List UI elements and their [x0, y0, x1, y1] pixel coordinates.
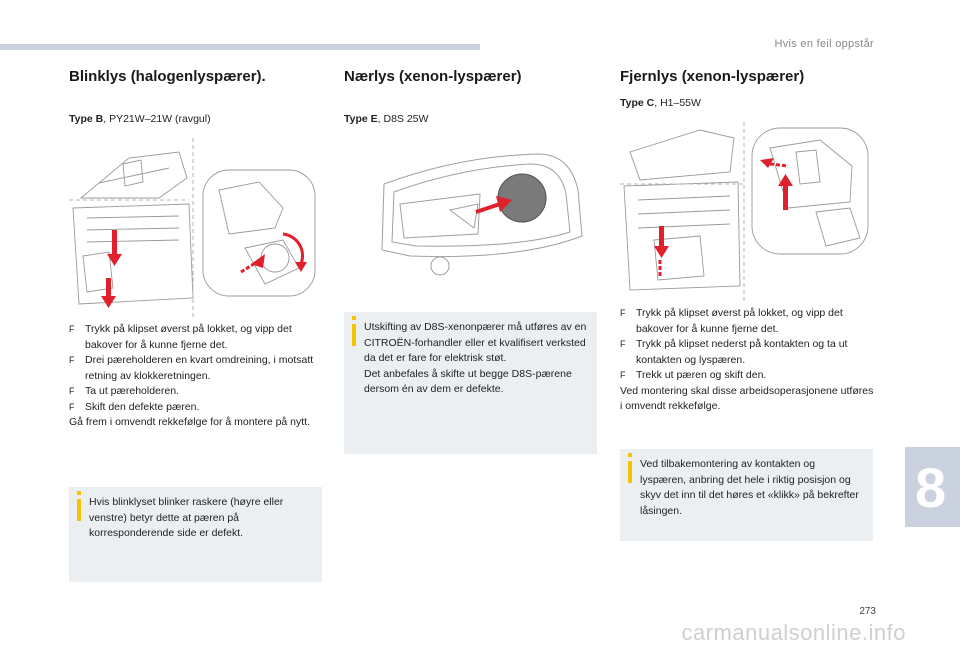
step-row: F Trykk på klipset øverst på lokket, og v…: [620, 306, 875, 337]
note-text: Hvis blinklyset blinker raskere (høyre e…: [89, 496, 284, 539]
step-text: Trykk på klipset øverst på lokket, og vi…: [636, 307, 843, 335]
step-marker: F: [69, 401, 75, 412]
fjernlys-steps: F Trykk på klipset øverst på lokket, og v…: [620, 306, 875, 415]
fjernlys-illustration: [620, 122, 869, 302]
step-text: Skift den defekte pæren.: [85, 400, 200, 413]
step-marker: F: [69, 355, 75, 365]
naerlys-illustration: [381, 153, 583, 276]
fjernlys-note: Ved tilbakemontering av kontakten og lys…: [620, 449, 873, 541]
step-text: Ta ut pæreholderen.: [85, 385, 179, 397]
step-text: Trykk på klipset nederst på kontakten og…: [636, 338, 848, 366]
naerlys-note: Utskifting av D8S-xenonpærer må utføres …: [344, 312, 597, 454]
info-marker-icon: [77, 491, 81, 523]
type-line-naerlys: Type E, D8S 25W: [344, 113, 428, 125]
step-row: F Trykk på klipset øverst på lokket, og v…: [69, 322, 319, 353]
type-label: Type E: [344, 113, 378, 125]
step-marker: F: [620, 308, 626, 318]
watermark-text: carmanualsonline.info: [681, 620, 906, 645]
step-marker: F: [620, 339, 626, 349]
chapter-tab: 8: [905, 447, 960, 527]
info-marker-icon: [352, 316, 356, 348]
step-row: F Ta ut pæreholderen.: [69, 384, 319, 400]
type-label: Type C: [620, 97, 655, 109]
step-marker: F: [620, 370, 626, 380]
type-value: , H1–55W: [654, 97, 701, 109]
step-text: Trekk ut pæren og skift den.: [636, 369, 767, 381]
step-marker: F: [69, 324, 75, 334]
type-label: Type B: [69, 113, 104, 125]
step-text: Trykk på klipset øverst på lokket, og vi…: [85, 323, 292, 351]
type-value: , PY21W–21W (ravgul): [103, 113, 211, 125]
type-line-fjernlys: Type C, H1–55W: [620, 97, 701, 109]
section-title-blinklys: Blinklys (halogenlyspærer).: [69, 68, 266, 85]
page-number: 273: [859, 606, 876, 617]
blinklys-illustration: [69, 138, 316, 318]
blinklys-note: Hvis blinklyset blinker raskere (høyre e…: [69, 487, 322, 582]
step-row: F Drei pæreholderen en kvart omdreining, …: [69, 353, 319, 384]
chapter-number: 8: [915, 456, 947, 519]
chapter-header-title: Hvis en feil oppstår: [774, 38, 874, 50]
closing-text: Ved montering skal disse arbeidsoperasjo…: [620, 384, 874, 413]
type-line-blinklys: Type B, PY21W–21W (ravgul): [69, 113, 211, 125]
step-row: F Trekk ut pæren og skift den.: [620, 368, 875, 384]
blinklys-steps: F Trykk på klipset øverst på lokket, og v…: [69, 322, 319, 431]
header-accent-bar: [0, 44, 480, 50]
step-text: Drei pæreholderen en kvart omdreining, i…: [85, 354, 314, 382]
step-row: F Skift den defekte pæren.: [69, 400, 319, 416]
note-text: Utskifting av D8S-xenonpærer må utføres …: [364, 321, 587, 395]
note-text: Ved tilbakemontering av kontakten og lys…: [640, 458, 859, 517]
step-marker: F: [69, 386, 75, 396]
type-value: , D8S 25W: [377, 113, 429, 125]
section-title-fjernlys: Fjernlys (xenon-lyspærer): [620, 68, 805, 85]
step-row: F Trykk på klipset nederst på kontakten o…: [620, 337, 875, 368]
closing-text: Gå frem i omvendt rekkefølge for å monte…: [69, 416, 311, 428]
section-title-naerlys: Nærlys (xenon-lyspærer): [344, 68, 522, 85]
info-marker-icon: [628, 453, 632, 485]
